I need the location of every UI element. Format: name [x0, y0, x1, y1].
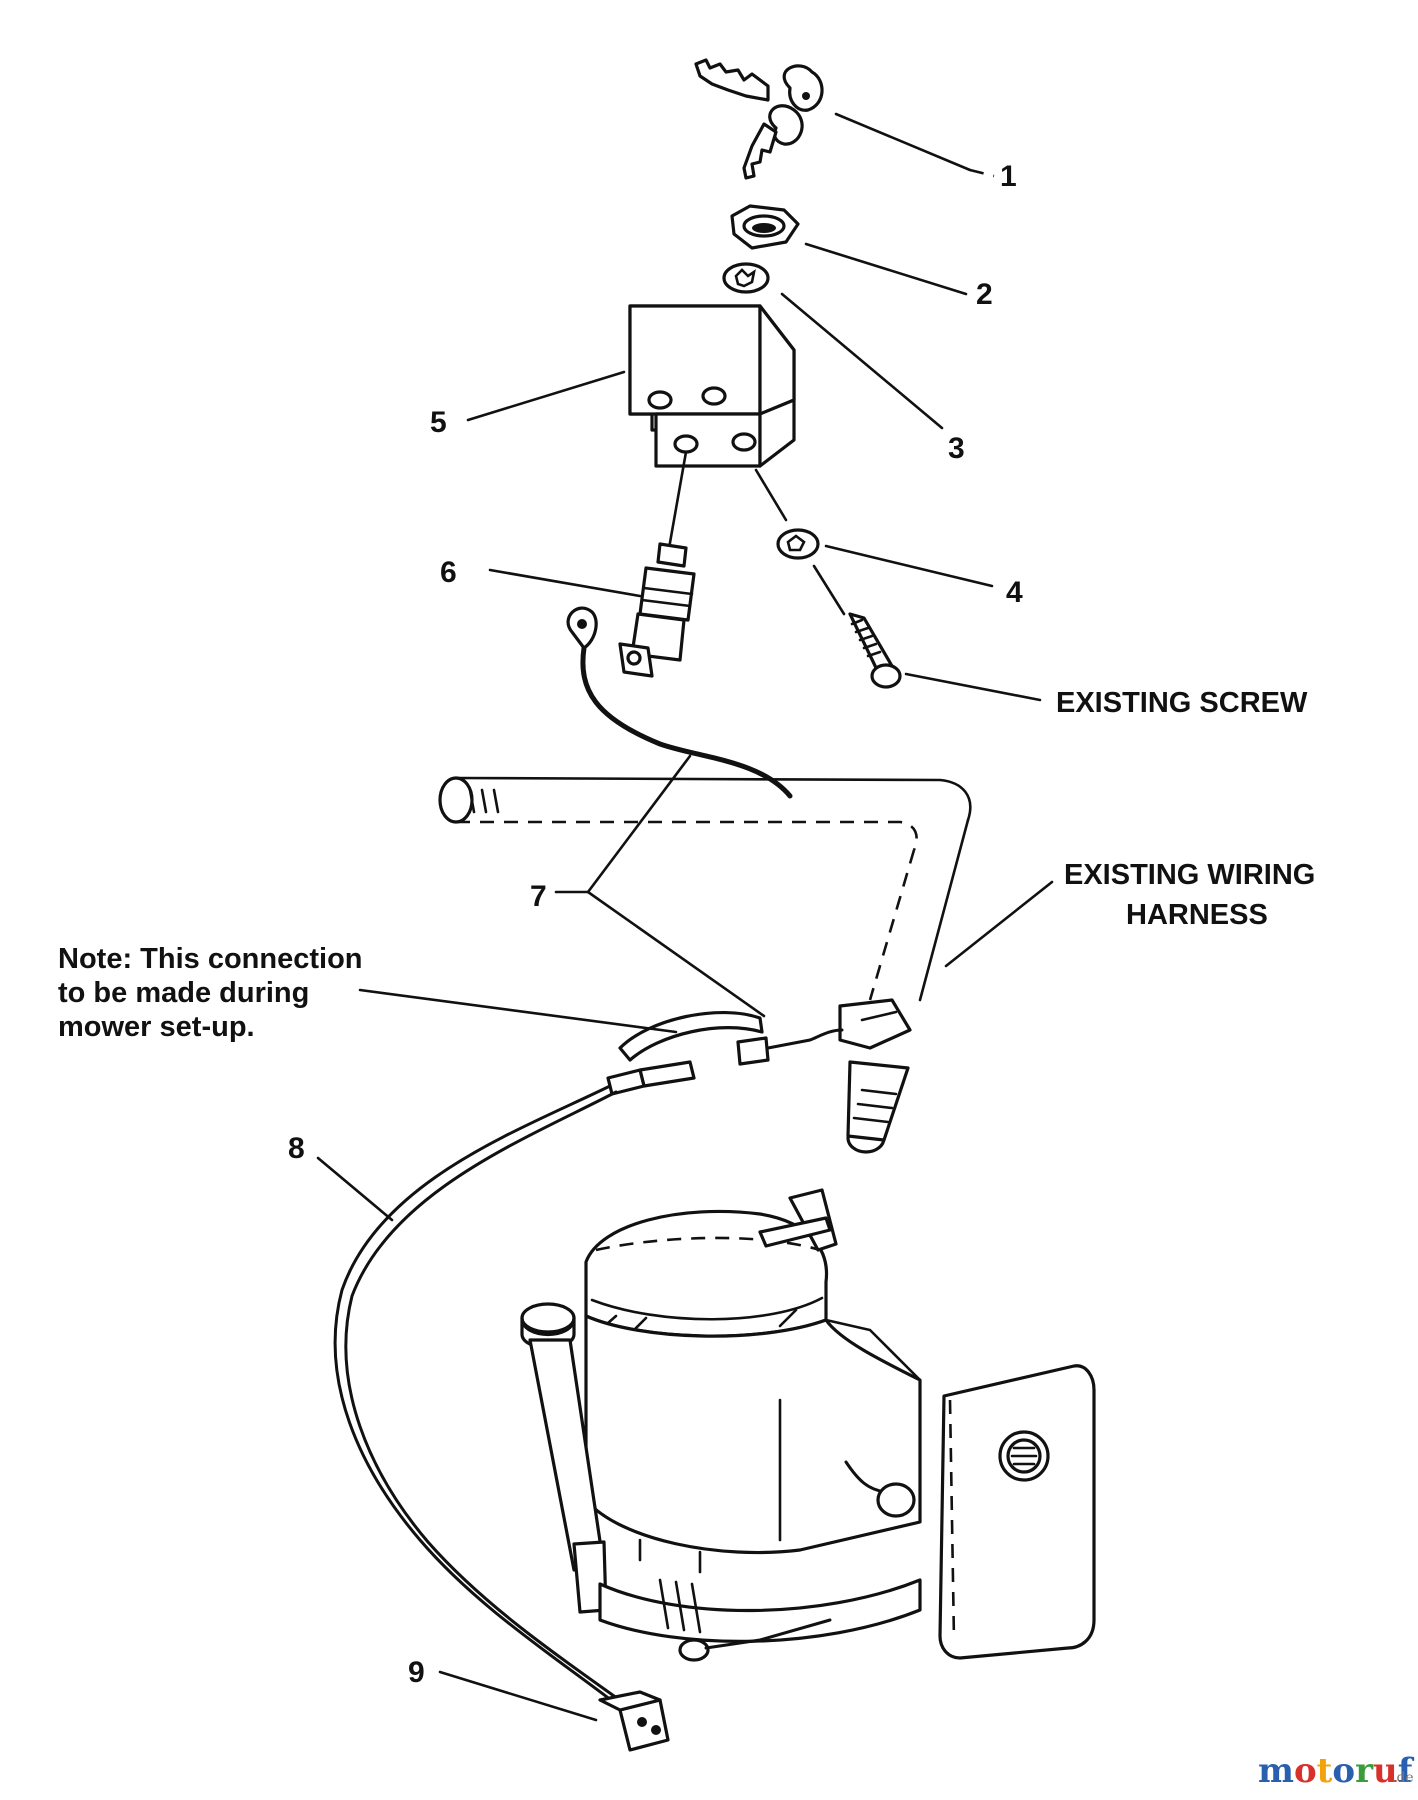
- svg-text:motoruf: motoruf: [1258, 1751, 1415, 1791]
- callout-leader-3: [780, 292, 944, 430]
- callout-leader-4: [824, 544, 994, 588]
- callout-7: 7: [530, 880, 547, 913]
- note-line2: to be made during: [58, 977, 309, 1009]
- interlock-switch: [618, 542, 696, 678]
- wm-letter-o1: o: [1294, 1751, 1317, 1791]
- callout-leader-8: [316, 1156, 394, 1222]
- callout-9: 9: [408, 1656, 425, 1689]
- lock-washer: [722, 262, 770, 294]
- wm-letter-r: r: [1355, 1751, 1374, 1791]
- screw-leader: [904, 672, 1042, 702]
- harness-label-line2: HARNESS: [1126, 899, 1268, 931]
- ground-wire: [333, 1084, 626, 1712]
- wm-letter-t: t: [1317, 1751, 1333, 1791]
- callout-leader-7a: [586, 754, 692, 894]
- callout-leader-1: [834, 112, 972, 172]
- ground-clip: [598, 1690, 670, 1752]
- star-washer: [776, 528, 820, 560]
- callout-8: 8: [288, 1132, 305, 1165]
- note-line1: Note: This connection: [58, 943, 363, 975]
- callout-leader-9: [438, 1670, 598, 1722]
- wire-connector: [618, 1011, 844, 1066]
- callout-6: 6: [440, 556, 457, 589]
- harness-leader: [944, 880, 1054, 968]
- callout-leader-2: [804, 242, 968, 296]
- callout-2: 2: [976, 278, 993, 311]
- switch-mounting-bracket: [628, 304, 796, 468]
- wm-letter-m: m: [1258, 1751, 1294, 1791]
- existing-screw: [848, 612, 902, 689]
- hex-nut: [730, 204, 800, 250]
- wm-letter-f: f: [1398, 1751, 1415, 1791]
- motoruf-watermark-logo: motoruf .de: [1258, 1751, 1415, 1791]
- existing-screw-label: EXISTING SCREW: [1056, 687, 1308, 719]
- mower-engine: [520, 1188, 1096, 1662]
- wiring-harness-tube: [438, 776, 972, 1154]
- callout-3: 3: [948, 432, 965, 465]
- callout-leader-5: [466, 370, 626, 422]
- ignition-keys: [694, 58, 824, 180]
- callout-5: 5: [430, 406, 447, 439]
- switch-wire: [580, 645, 793, 799]
- note-line3: mower set-up.: [58, 1011, 255, 1043]
- callout-leader-7b: [586, 890, 766, 1018]
- harness-label-line1: EXISTING WIRING: [1064, 859, 1315, 891]
- callout-4: 4: [1006, 576, 1023, 609]
- wm-suffix: .de: [1392, 1770, 1414, 1786]
- note-leader: [358, 988, 678, 1034]
- wm-letter-o2: o: [1332, 1751, 1355, 1791]
- wm-letter-u: u: [1373, 1751, 1398, 1791]
- callout-1: 1: [1000, 160, 1017, 193]
- callout-leader-6: [488, 568, 642, 598]
- ground-wire-terminal: [606, 1060, 696, 1096]
- ring-terminal: [566, 606, 598, 650]
